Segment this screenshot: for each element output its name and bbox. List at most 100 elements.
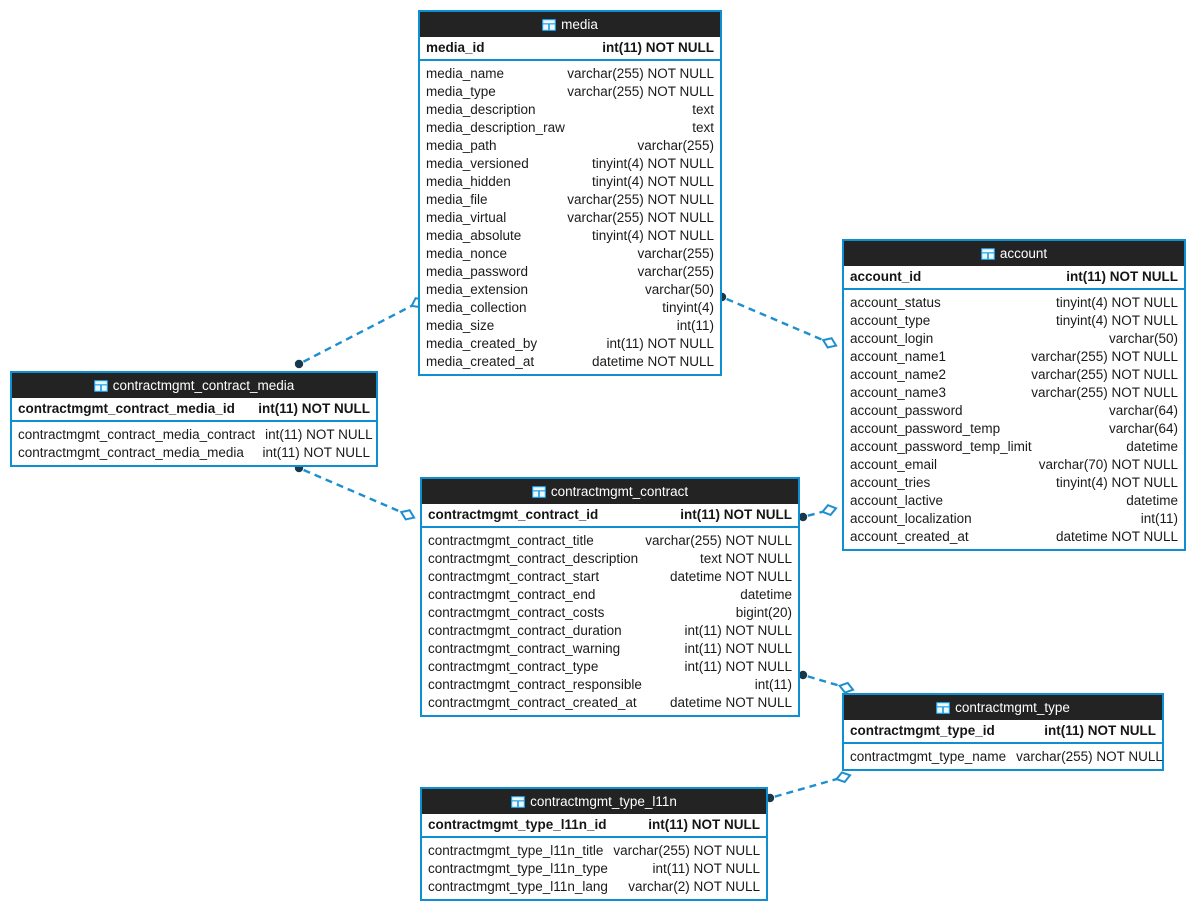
- table-icon: [511, 791, 526, 814]
- primary-key-name: contractmgmt_type_id: [850, 723, 995, 738]
- primary-key-name: media_id: [426, 40, 485, 55]
- field-name: contractmgmt_type_l11n_type: [428, 860, 608, 876]
- field-type: tinyint(4): [662, 299, 714, 315]
- entity-title: contractmgmt_contract: [550, 484, 689, 499]
- relationship-diamond-marker: [399, 509, 416, 521]
- relationship-diamond-marker: [834, 771, 852, 784]
- field-type: varchar(255) NOT NULL: [567, 191, 714, 207]
- entity-header-contractmgmt_type_l11n[interactable]: contractmgmt_type_l11n: [422, 789, 766, 814]
- relationship-rel-contract-media-to-contract[interactable]: [294, 463, 416, 522]
- field-type: tinyint(4) NOT NULL: [1055, 294, 1178, 310]
- field-type: varchar(255) NOT NULL: [645, 532, 792, 548]
- relationship-rel-media-to-account[interactable]: [717, 292, 838, 350]
- primary-key-type: int(11) NOT NULL: [602, 40, 714, 55]
- entity-title: contractmgmt_type: [955, 700, 1070, 715]
- field-name: media_created_at: [426, 353, 535, 369]
- relationship-diamond-marker: [821, 337, 838, 349]
- field-name: media_versioned: [426, 155, 529, 171]
- relationship-line: [303, 468, 408, 516]
- relationship-line: [726, 297, 830, 344]
- table-icon: [542, 14, 557, 37]
- entity-header-contractmgmt_contract[interactable]: contractmgmt_contract: [422, 479, 798, 504]
- entity-header-contractmgmt_contract_media[interactable]: contractmgmt_contract_media: [12, 373, 376, 398]
- field-name: media_description_raw: [426, 119, 565, 135]
- field-name: contractmgmt_contract_costs: [428, 604, 605, 620]
- field-type: datetime: [740, 586, 792, 602]
- entity-title: account: [999, 246, 1048, 261]
- field-type: varchar(255): [637, 245, 714, 261]
- field-type: int(11) NOT NULL: [262, 444, 370, 460]
- field-type: int(11) NOT NULL: [606, 335, 714, 351]
- entity-contractmgmt_contract[interactable]: contractmgmt_contract contractmgmt_contra…: [420, 477, 800, 717]
- primary-key-row[interactable]: media_id int(11) NOT NULL: [420, 37, 720, 61]
- relationship-rel-contract-to-type[interactable]: [798, 670, 855, 695]
- field-type: varchar(255) NOT NULL: [567, 65, 714, 81]
- field-type: int(11) NOT NULL: [684, 640, 792, 656]
- entity-header-media[interactable]: media: [420, 12, 720, 37]
- relationship-rel-contract-to-account[interactable]: [798, 503, 838, 522]
- relationship-rel-contract-media-to-media[interactable]: [294, 295, 427, 369]
- entity-header-account[interactable]: account: [844, 241, 1184, 266]
- entity-header-contractmgmt_type[interactable]: contractmgmt_type: [844, 695, 1162, 720]
- relationship-rel-type-l11n-to-type[interactable]: [765, 770, 852, 803]
